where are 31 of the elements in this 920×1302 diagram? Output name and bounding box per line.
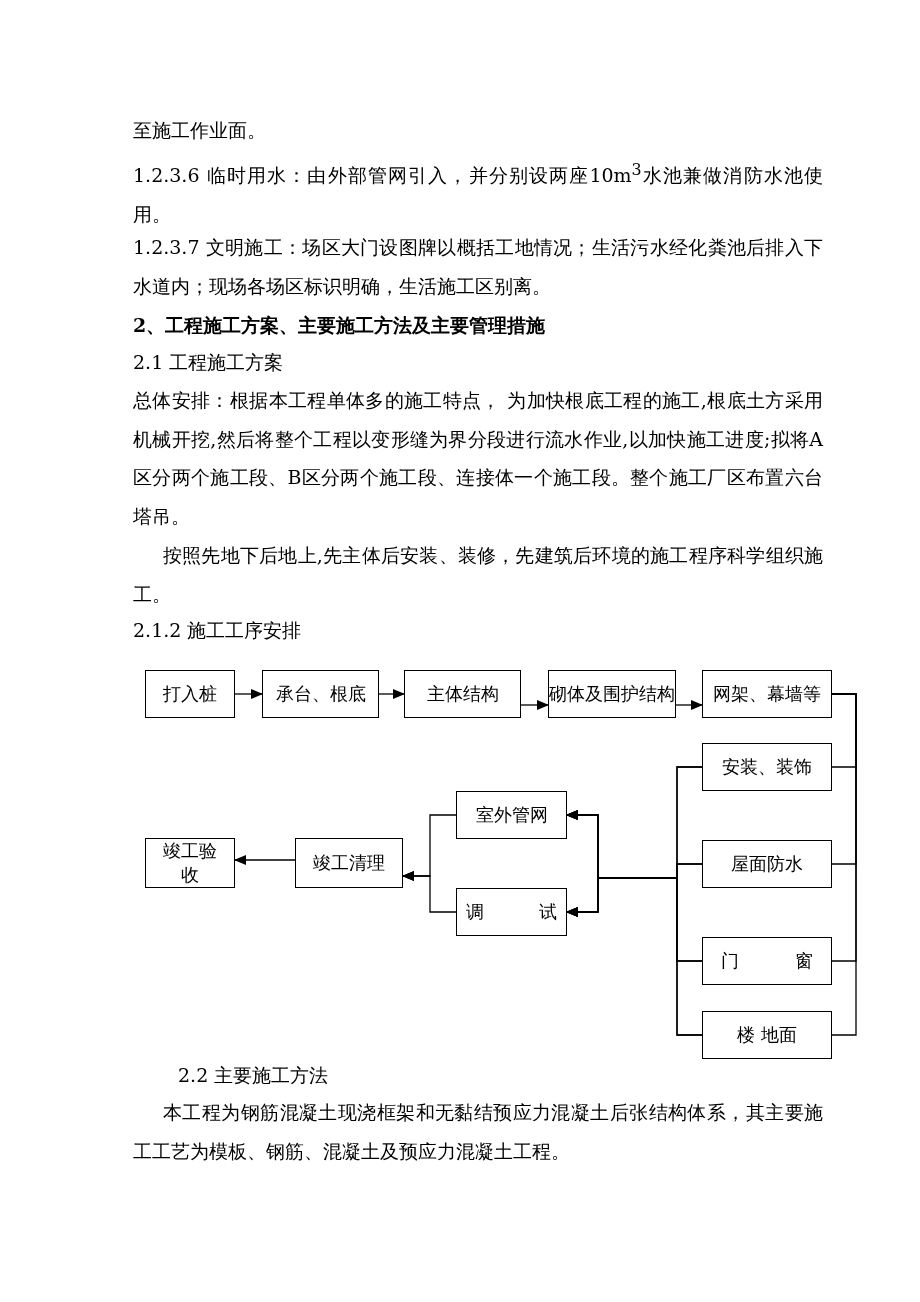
arrow (675, 700, 703, 710)
process-box: 网架、幕墙等 (702, 670, 832, 718)
arrow (234, 855, 296, 865)
process-box: 安装、装饰 (702, 743, 832, 791)
arrow (234, 689, 263, 699)
arrow (520, 700, 549, 710)
process-box: 室外管网 (456, 791, 567, 839)
paragraph: 本工程为钢筋混凝土现浇框架和无黏结预应力混凝土后张结构体系，其主要施工工艺为模板、钢筋、混凝土及预应力混凝土工程。 (133, 1100, 823, 1164)
connector-line (831, 693, 857, 1036)
process-box: 竣工验收 (145, 838, 235, 888)
paragraph: 2.2 主要施工方法 (178, 1063, 330, 1088)
paragraph: 2.1.2 施工工序安排 (133, 618, 303, 643)
paragraph: 至施工作业面。 (133, 118, 267, 143)
paragraph: 按照先地下后地上,先主体后安装、装修，先建筑后环境的施工程序科学组织施工。 (133, 543, 823, 607)
paragraph: 1.2.3.7 文明施工：场区大门设图牌以概括工地情况；生活污水经化粪池后排入下水道内；现场各场区标识明确，生活施工区别离。 (133, 235, 823, 299)
section-heading: 2、工程施工方案、主要施工方法及主要管理措施 (133, 313, 547, 338)
paragraph: 2.1 工程施工方案 (133, 350, 285, 375)
process-box: 楼 地面 (702, 1011, 832, 1059)
paragraph: 1.2.3.6 临时用水：由外部管网引入，并分别设两座10m$^{3}$水池兼做消防水池使用。 (133, 159, 823, 227)
process-box: 调 试 (456, 888, 567, 936)
process-box: 主体结构 (404, 670, 521, 718)
process-box: 门 窗 (702, 937, 832, 985)
arrow (402, 871, 457, 913)
process-box: 竣工清理 (295, 838, 403, 888)
process-box: 承台、根底 (262, 670, 379, 718)
paragraph: 总体安排：根据本工程单体多的施工特点， 为加快根底工程的施工,根底土方采用机械开挖,然后将整个工程以变形缝为界分段进行流水作业,以加快施工进度;拟将A区分两个施工段、B区分两个施工段、连接体一个施工段。整个施工厂区布置六台塔吊。 (133, 388, 823, 529)
arrow (566, 877, 703, 1036)
process-box: 屋面防水 (702, 840, 832, 888)
process-box: 打入桩 (145, 670, 235, 718)
process-box: 砌体及围护结构 (548, 670, 676, 718)
arrow (378, 689, 405, 699)
